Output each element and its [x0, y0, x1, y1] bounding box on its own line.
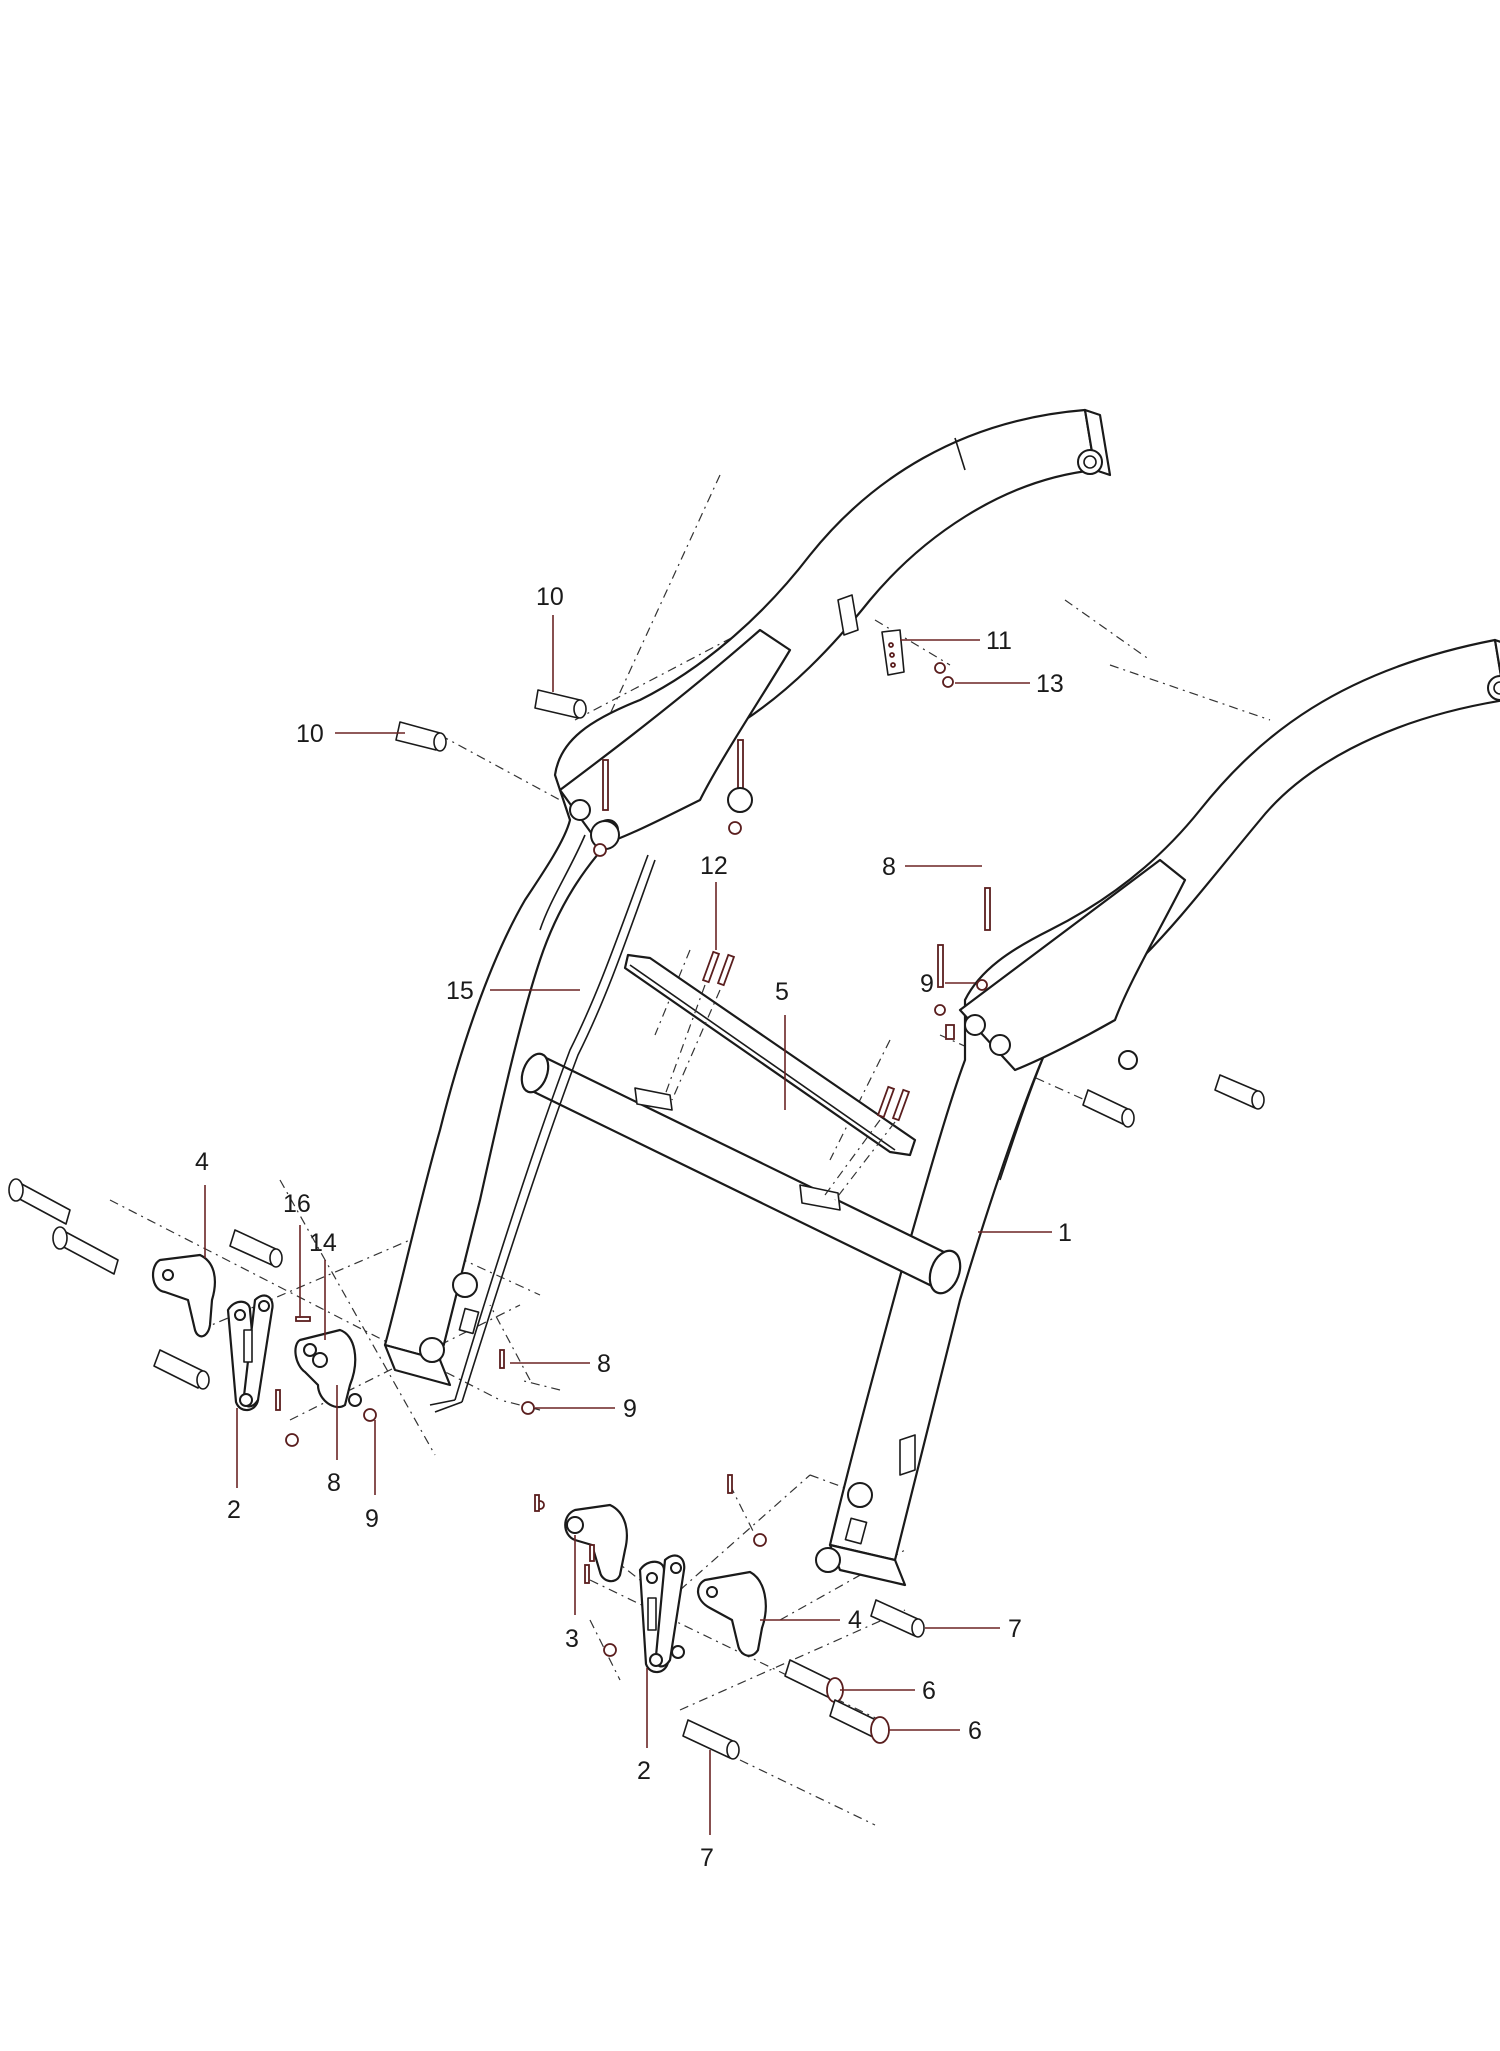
callout-9b: 9: [623, 1395, 637, 1423]
callout-10b: 10: [296, 720, 324, 748]
callout-12: 12: [700, 852, 728, 880]
alignment-lines: [109, 474, 1271, 1826]
callout-9c: 9: [365, 1505, 379, 1533]
right-linkage-assembly: [534, 1474, 925, 1760]
pin-part-10-a: [534, 689, 587, 719]
callout-7a: 7: [1008, 1615, 1022, 1643]
callout-4a: 4: [195, 1148, 209, 1176]
left-linkage-assembly: [8, 1178, 535, 1447]
callout-9a: 9: [920, 970, 934, 998]
callout-5: 5: [775, 978, 789, 1006]
callout-2b: 2: [637, 1757, 651, 1785]
pin-part-10-b: [395, 721, 447, 752]
callout-8c: 8: [327, 1469, 341, 1497]
callout-16: 16: [283, 1190, 311, 1218]
bolt-group-left-arm: [593, 739, 753, 857]
callout-11: 11: [986, 627, 1012, 655]
callout-15: 15: [446, 977, 474, 1005]
pin-right-upper-b: [1214, 1074, 1265, 1110]
callout-6a: 6: [922, 1677, 936, 1705]
bolts-part-12: [664, 950, 911, 1201]
callout-1: 1: [1058, 1219, 1072, 1247]
callout-4b: 4: [848, 1606, 862, 1634]
pin-right-upper-a: [1082, 1089, 1135, 1128]
bracket-part-11: [837, 594, 954, 688]
callout-13: 13: [1036, 670, 1064, 698]
callout-6b: 6: [968, 1717, 982, 1745]
callout-2a: 2: [227, 1496, 241, 1524]
bolt-group-right-arm: [934, 887, 991, 1040]
callout-8b: 8: [597, 1350, 611, 1378]
callout-8a: 8: [882, 853, 896, 881]
callout-10a: 10: [536, 583, 564, 611]
callout-7b: 7: [700, 1844, 714, 1872]
callouts: 1 2 2 3 4 4 5 6 6 7 7 8 8: [195, 583, 1072, 1872]
rod-part-15: [429, 854, 656, 1413]
callout-14: 14: [309, 1229, 337, 1257]
callout-3: 3: [565, 1625, 579, 1653]
